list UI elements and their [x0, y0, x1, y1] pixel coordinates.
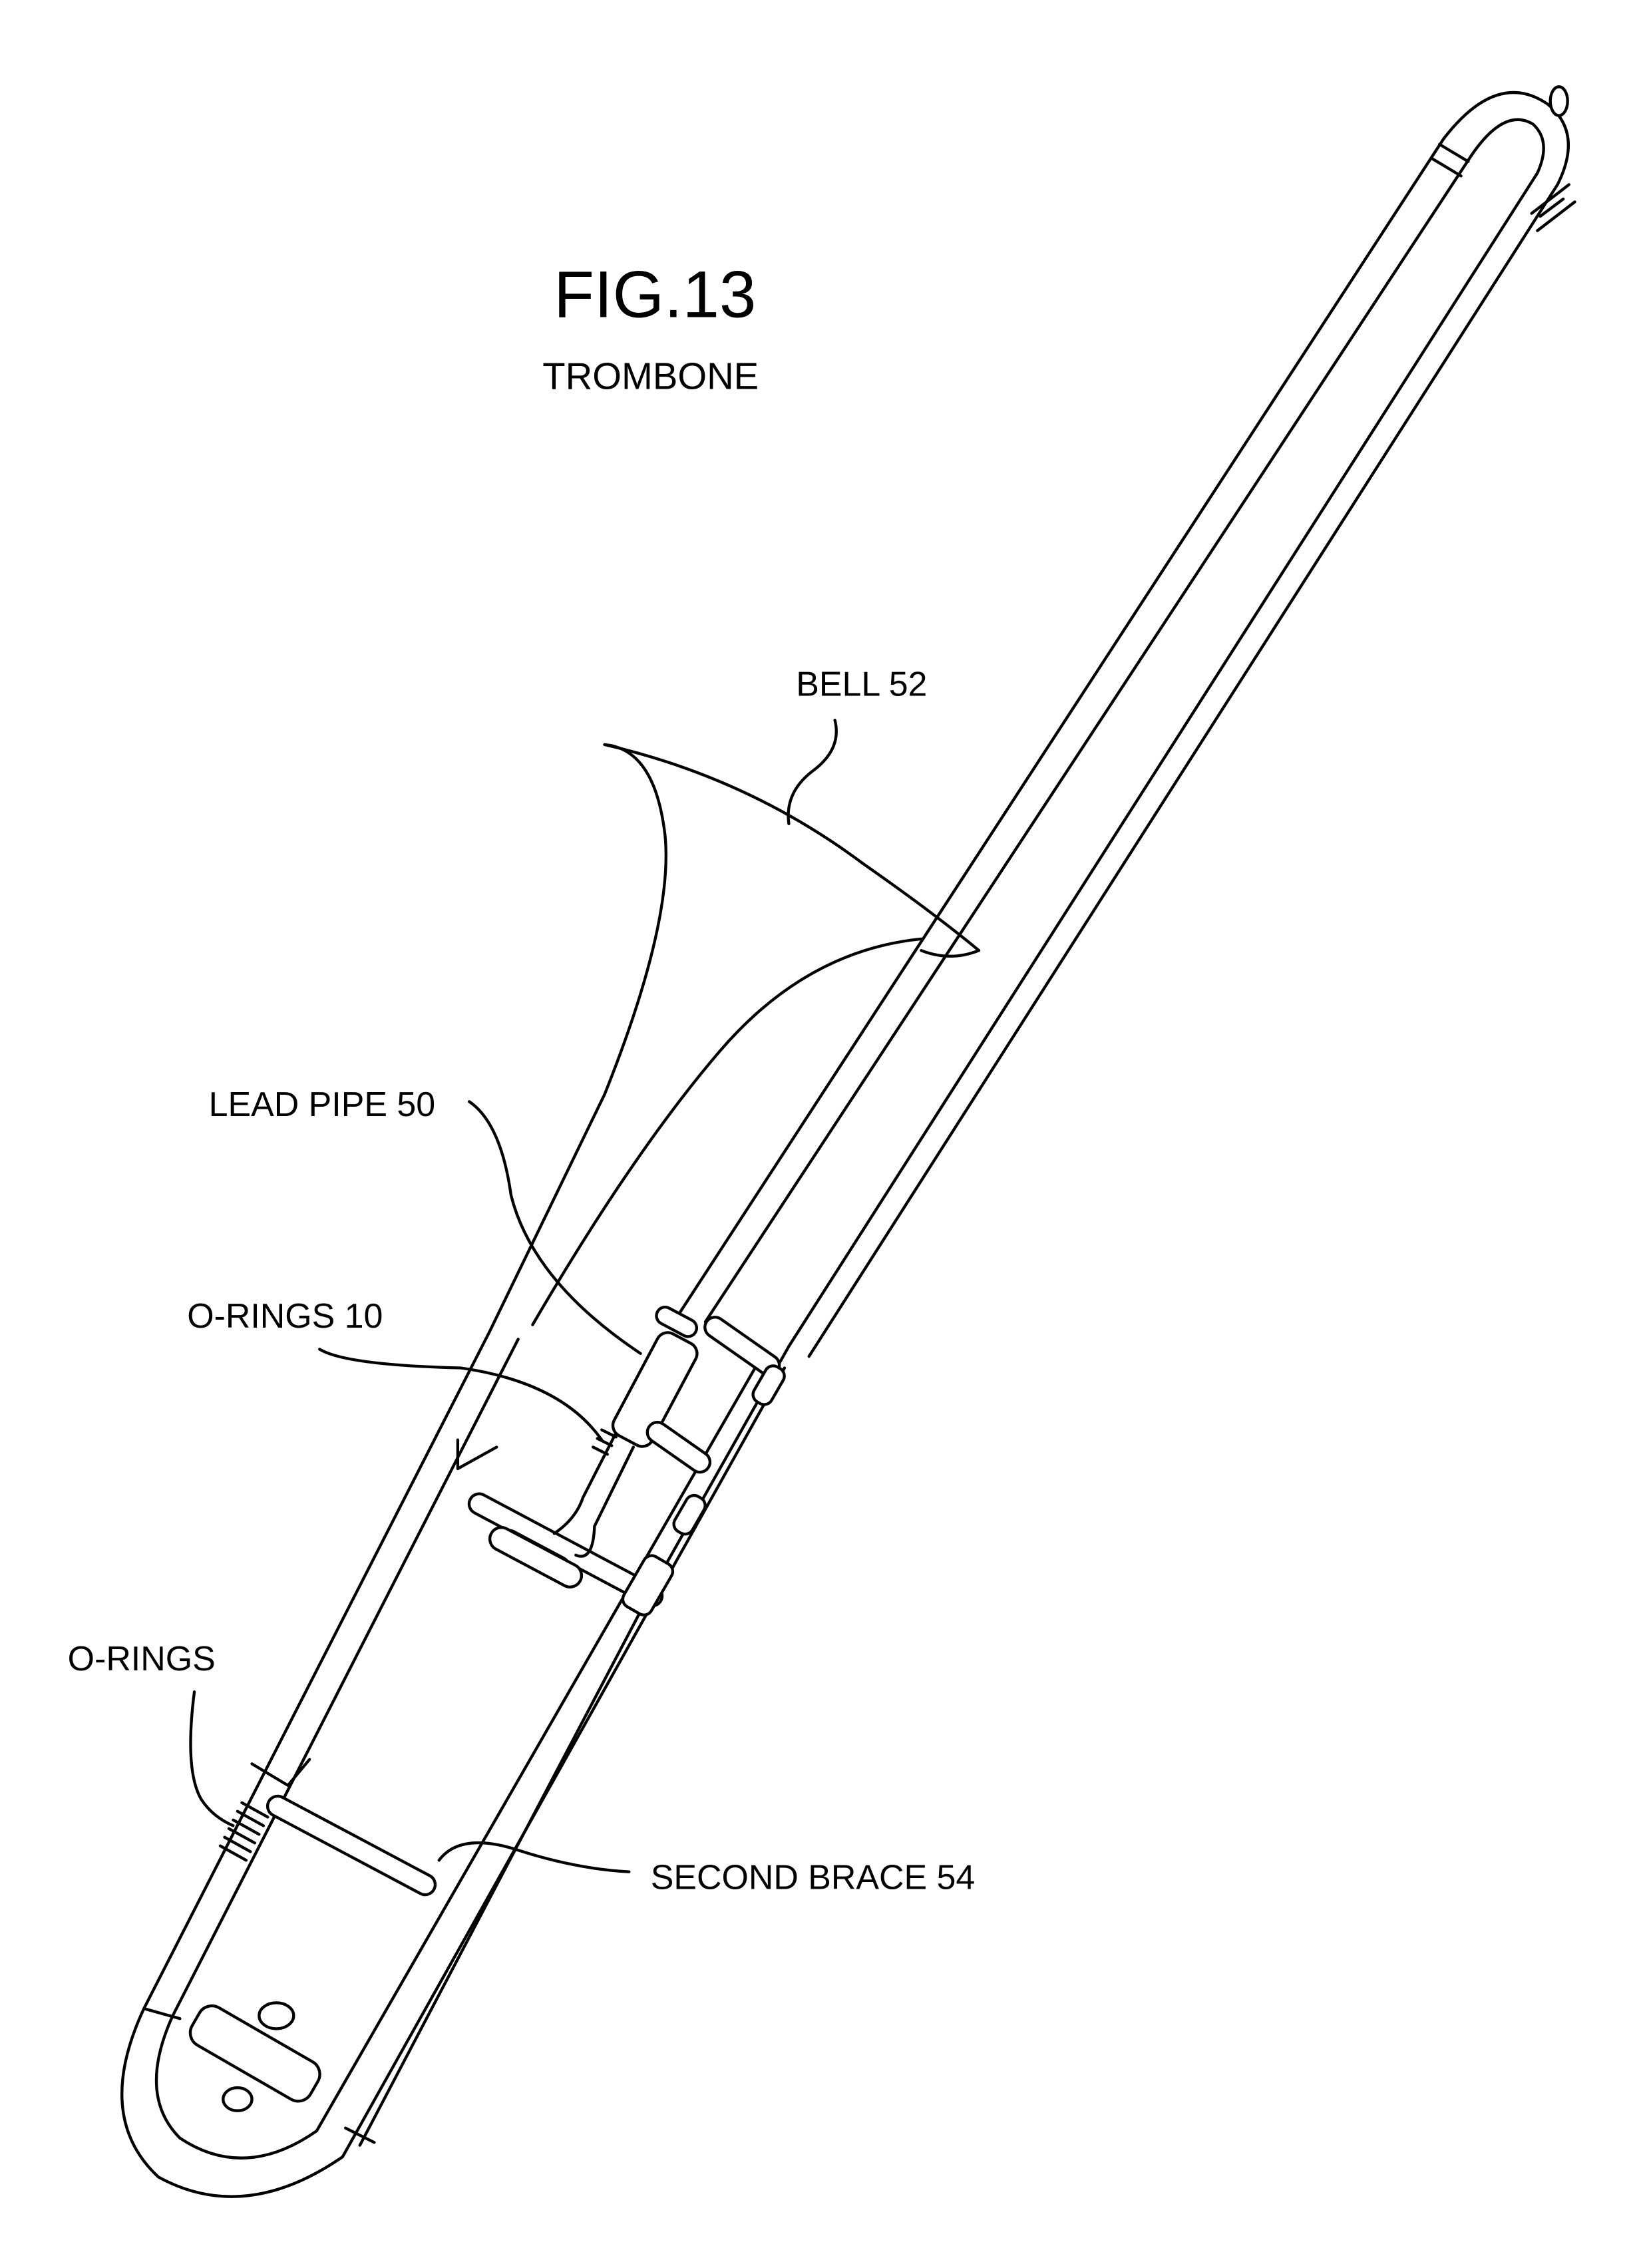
label-o-rings-10: O-RINGS 10 [187, 1297, 383, 1336]
leader-o-rings [189, 1690, 235, 1827]
bell [488, 743, 981, 1334]
leader-bell [787, 718, 838, 826]
leader-o-rings-10 [318, 1348, 604, 1441]
label-lead-pipe: LEAD PIPE 50 [209, 1085, 435, 1124]
figure-number: FIG.13 [554, 258, 756, 331]
leader-lead-pipe [468, 1100, 642, 1356]
label-bell: BELL 52 [796, 665, 927, 703]
slide-crook [1431, 85, 1576, 232]
main-brace [467, 1431, 664, 1608]
water-key [188, 2001, 321, 2112]
figure-title: TROMBONE [542, 355, 759, 397]
leader-second-brace [437, 1841, 631, 1873]
slide-tubes [677, 137, 1559, 1358]
label-second-brace: SECOND BRACE 54 [651, 1859, 975, 1897]
label-o-rings: O-RINGS [68, 1640, 216, 1678]
second-brace [218, 1794, 437, 1897]
slide-braces [621, 1316, 786, 1616]
